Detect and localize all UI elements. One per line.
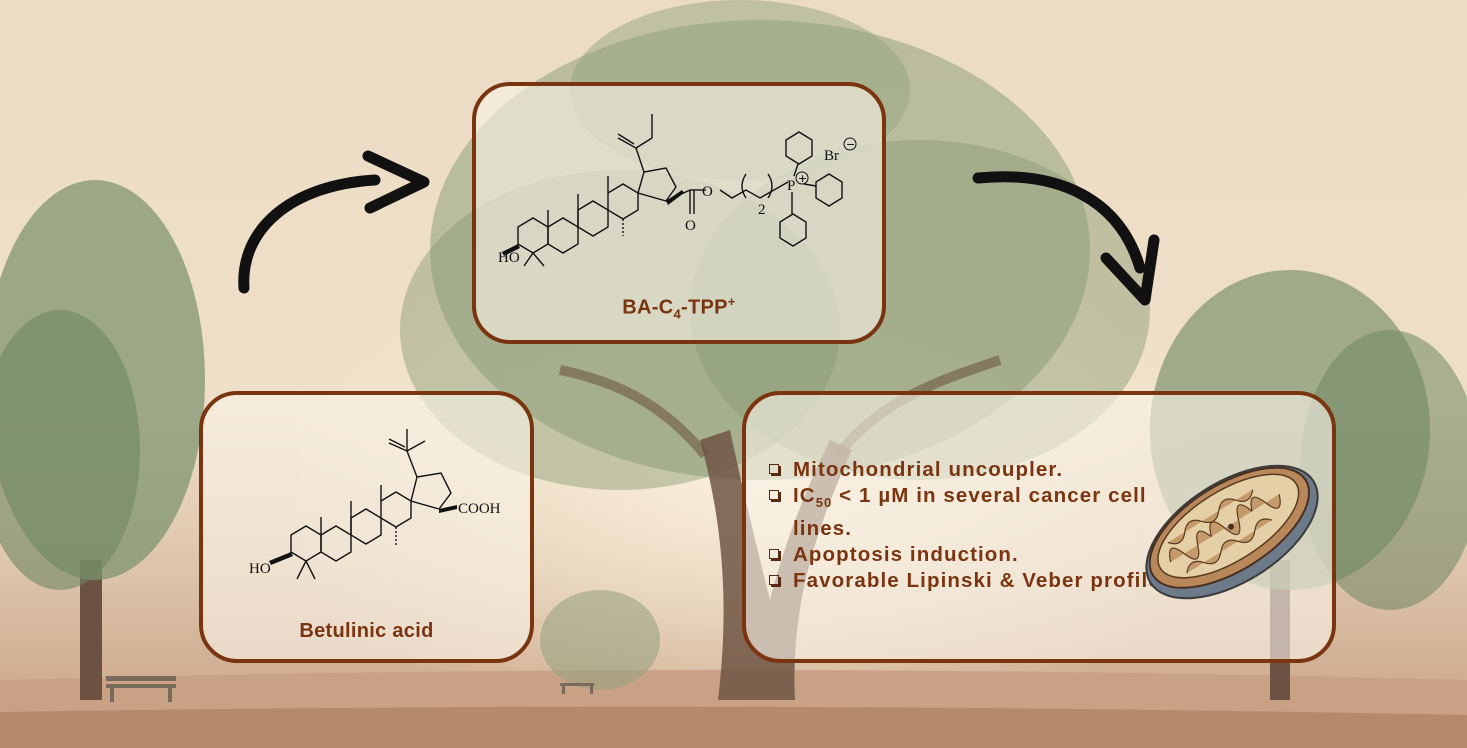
anion-charge-label: −	[846, 138, 855, 151]
curved-arrow-icon	[238, 150, 430, 294]
square-bullet-icon	[769, 490, 779, 500]
square-bullet-icon	[769, 575, 779, 586]
conjugate-panel: O O HO 2 P + Br − BA-C4-TPP+	[472, 82, 886, 344]
chain-index-label: 2	[758, 202, 766, 218]
mitochondrion-icon	[1145, 464, 1319, 600]
list-item: Favorable Lipinski & Veber profile.	[766, 568, 1186, 594]
phosphorus-label: P	[787, 178, 795, 194]
ba-c4-tpp-structure: O O HO 2 P + Br −	[498, 114, 857, 267]
bromide-label: Br	[824, 148, 839, 164]
conjugate-caption: BA-C4-TPP+	[622, 294, 736, 322]
bench	[106, 676, 594, 702]
curved-arrow-icon	[972, 171, 1160, 306]
square-bullet-icon	[769, 464, 779, 474]
betulinic-acid-structure: COOH HO	[249, 429, 501, 580]
betulinic-acid-caption: Betulinic acid	[299, 620, 434, 642]
square-bullet-icon	[769, 549, 779, 560]
list-item: Mitochondrial uncoupler.	[766, 457, 1186, 483]
properties-list: Mitochondrial uncoupler. IC50 < 1 µM in …	[766, 457, 1186, 594]
ester-oxygen-label: O	[702, 184, 713, 200]
betulinic-acid-panel: COOH HO Betulinic acid	[199, 391, 534, 663]
list-item: Apoptosis induction.	[766, 542, 1186, 568]
carbonyl-oxygen-label: O	[685, 218, 696, 234]
hydroxyl-label: HO	[498, 250, 520, 266]
cation-charge-label: +	[798, 172, 807, 185]
properties-panel: Mitochondrial uncoupler. IC50 < 1 µM in …	[742, 391, 1336, 663]
carboxyl-label: COOH	[458, 501, 501, 517]
list-item: IC50 < 1 µM in several cancer cell lines…	[766, 483, 1186, 542]
hydroxyl-label: HO	[249, 561, 271, 577]
left-tree	[0, 180, 205, 700]
